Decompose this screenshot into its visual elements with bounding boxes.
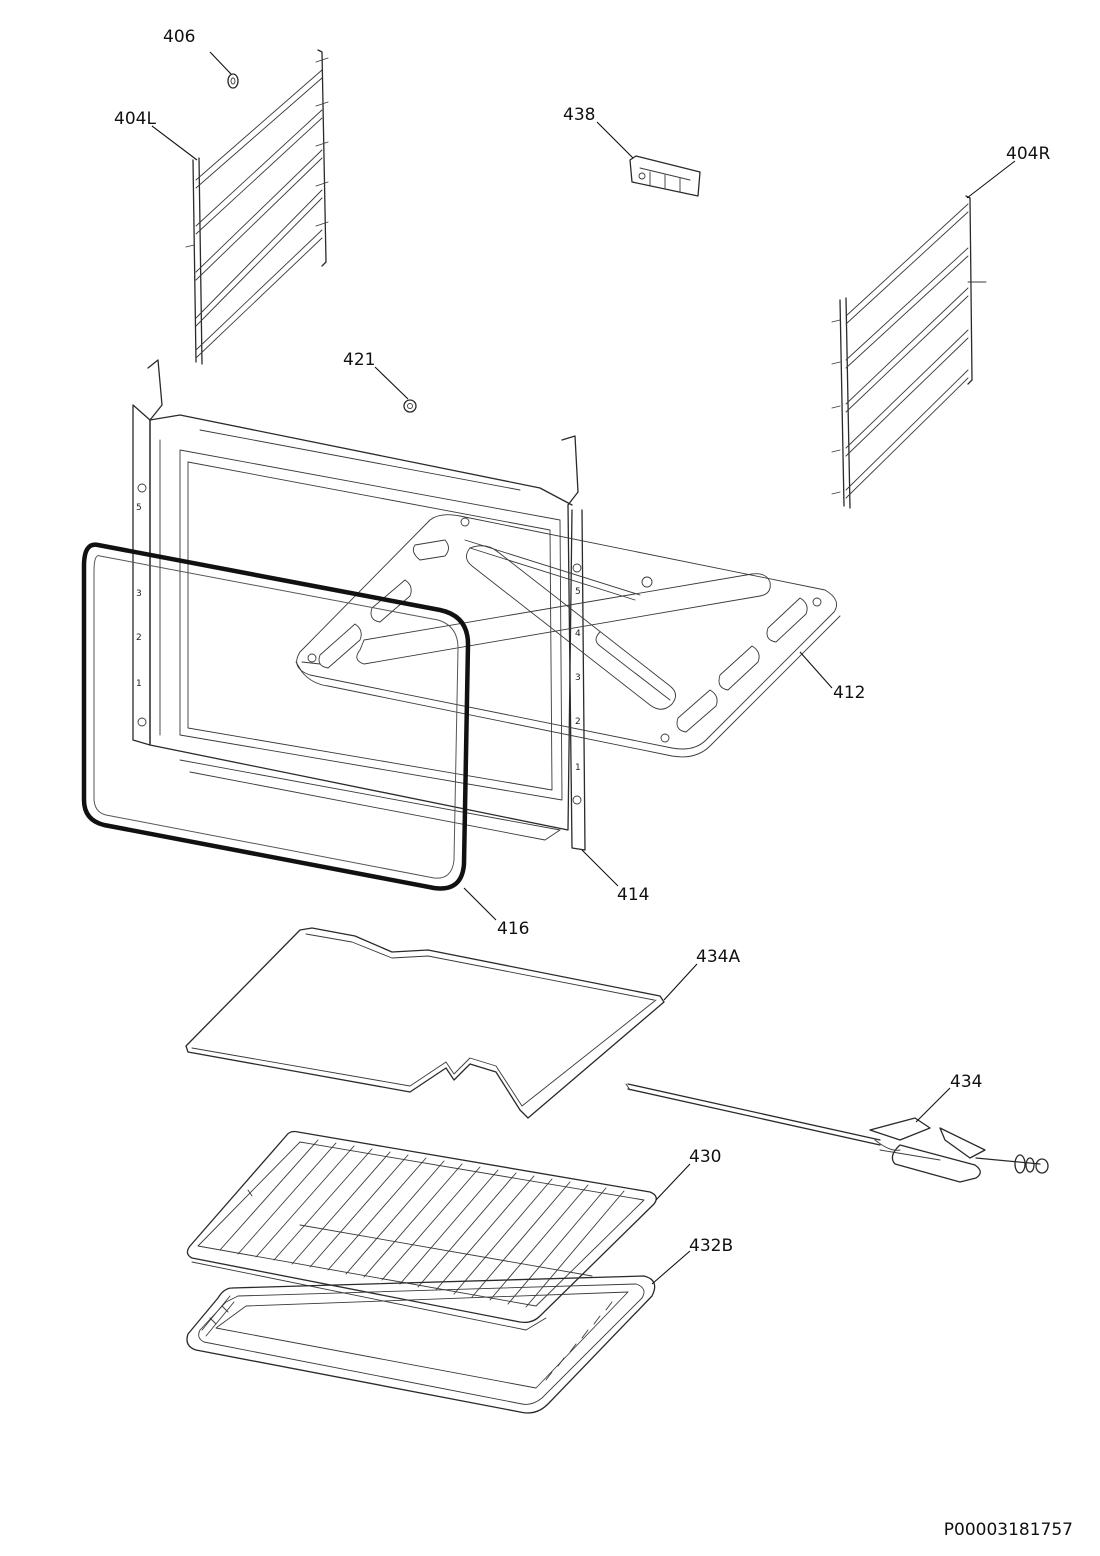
- part-416-door-gasket: [81, 542, 471, 891]
- label-434A: 434A: [696, 947, 740, 967]
- label-414: 414: [617, 885, 649, 905]
- label-432B: 432B: [689, 1236, 733, 1256]
- part-438-bracket: [629, 155, 701, 197]
- label-406: 406: [163, 27, 195, 47]
- part-421-screw: [403, 399, 417, 413]
- part-404R-right-shelf-support: [831, 195, 987, 509]
- part-434-rotisserie-spit: [625, 1083, 1049, 1183]
- part-434A-wire-shelf: [185, 927, 665, 1119]
- shelf-mark-right-1: 1: [575, 763, 581, 773]
- shelf-mark-right-2: 2: [575, 717, 581, 727]
- document-code: P00003181757: [944, 1520, 1073, 1540]
- label-404R: 404R: [1006, 144, 1050, 164]
- shelf-marks-right: 5 4 3 2 1: [575, 587, 581, 773]
- label-434: 434: [950, 1072, 982, 1092]
- label-438: 438: [563, 105, 595, 125]
- shelf-mark-right-4: 4: [575, 629, 581, 639]
- part-412-base-plate: [295, 514, 841, 758]
- part-430-grill-rack: [186, 1130, 657, 1331]
- part-406-washer: [227, 73, 239, 89]
- shelf-mark-left-3: 3: [136, 589, 142, 599]
- shelf-mark-left-2: 2: [136, 633, 142, 643]
- shelf-mark-right-3: 3: [575, 673, 581, 683]
- leader-lines: [151, 51, 1016, 1285]
- label-404L: 404L: [114, 109, 156, 129]
- part-414-front-frame: [132, 359, 586, 851]
- shelf-marks-left: 5 3 2 1: [136, 503, 142, 689]
- label-421: 421: [343, 350, 375, 370]
- shelf-mark-left-5: 5: [136, 503, 142, 513]
- part-404L-left-shelf-support: [185, 49, 329, 365]
- shelf-mark-right-5: 5: [575, 587, 581, 597]
- shelf-mark-left-1: 1: [136, 679, 142, 689]
- part-432B-baking-tray: [186, 1275, 656, 1414]
- label-430: 430: [689, 1147, 721, 1167]
- label-416: 416: [497, 919, 529, 939]
- label-412: 412: [833, 683, 865, 703]
